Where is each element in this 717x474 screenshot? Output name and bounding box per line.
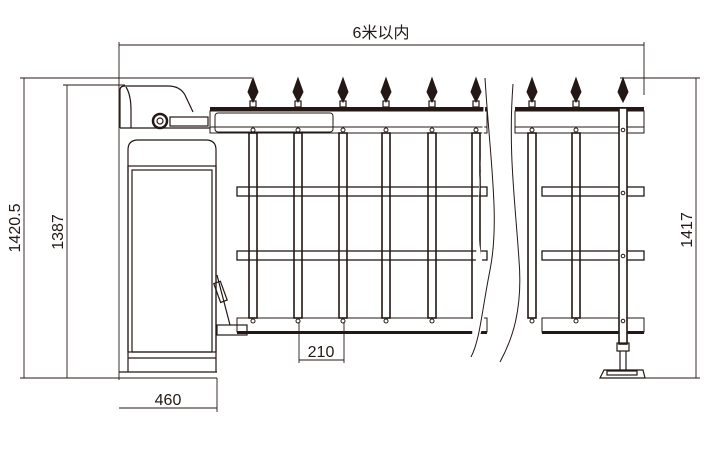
boom-height-label: 1417 (679, 212, 696, 248)
bolt (383, 318, 389, 324)
bolt (383, 127, 389, 133)
picket (427, 132, 437, 319)
top-rail-plate (209, 110, 488, 134)
top-rail (210, 107, 487, 111)
middle-bar (541, 250, 645, 261)
bolt (573, 318, 579, 324)
foot-support (599, 342, 646, 379)
bolt (620, 253, 626, 259)
spike-collar (428, 100, 436, 108)
bottom-rail-edge (237, 331, 487, 334)
gate-cabinet (119, 85, 248, 373)
picket (248, 132, 258, 319)
bolt (529, 127, 535, 133)
spike (337, 76, 349, 104)
break-lines (470, 77, 521, 363)
spike (380, 76, 392, 104)
bolt (340, 127, 346, 133)
spike (247, 76, 259, 104)
spike-collar (528, 100, 536, 108)
middle-bar (541, 186, 645, 197)
spike (470, 76, 482, 104)
bottom-rail (541, 317, 645, 333)
spike-collar (339, 100, 347, 108)
picket (338, 132, 348, 319)
bolt (573, 127, 579, 133)
top-rail (515, 107, 644, 111)
spike-collar (249, 100, 257, 108)
total-height-label: 1420.5 (7, 203, 24, 252)
bolt (250, 127, 256, 133)
end-post (618, 107, 628, 345)
cabinet-width-label: 460 (155, 392, 182, 409)
bolt (473, 127, 479, 133)
bolt (620, 318, 626, 324)
spike-collar (472, 100, 480, 108)
picket (527, 132, 537, 319)
spike (426, 76, 438, 104)
spike (617, 76, 629, 104)
spike-collar (382, 100, 390, 108)
bolt (620, 190, 626, 196)
bottom-rail (236, 317, 488, 333)
bolt (429, 127, 435, 133)
bolt (295, 318, 301, 324)
middle-bar (236, 186, 488, 197)
span-label: 6米以内 (353, 24, 410, 42)
bolt (529, 318, 535, 324)
spike (570, 76, 582, 104)
middle-bar (236, 250, 488, 261)
picket (293, 132, 303, 319)
dimension-lines (20, 42, 700, 412)
bolt (295, 127, 301, 133)
picket (381, 132, 391, 319)
bolt (340, 318, 346, 324)
bolt (620, 127, 626, 133)
spike (526, 76, 538, 104)
picket-spacing-label: 210 (308, 344, 335, 361)
boom-arm (209, 76, 645, 345)
spike-collar (294, 100, 302, 108)
bolt (429, 318, 435, 324)
bottom-rail-edge (542, 331, 644, 334)
arm-bracket (214, 112, 334, 133)
spike (292, 76, 304, 104)
cabinet-height-label: 1387 (50, 214, 67, 250)
bolt (250, 318, 256, 324)
spike-collar (572, 100, 580, 108)
picket (571, 132, 581, 319)
